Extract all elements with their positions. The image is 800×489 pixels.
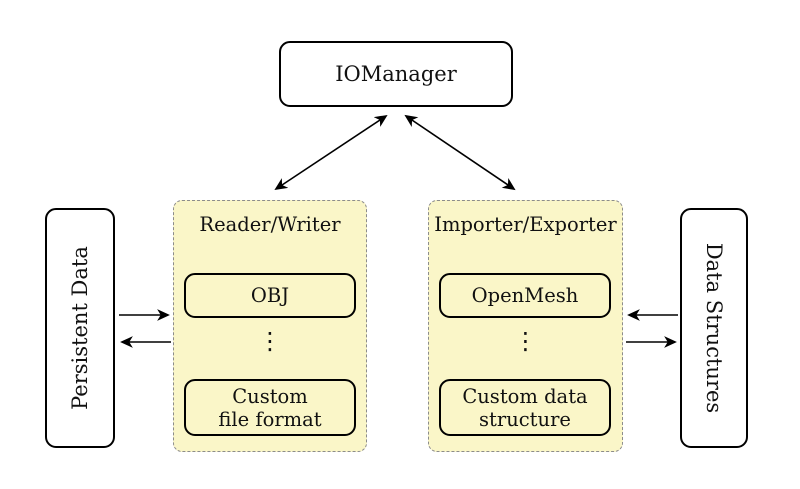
- node-data-structures: Data Structures: [680, 208, 748, 448]
- node-custom-data-structure-label: Custom data structure: [462, 384, 588, 431]
- node-obj-label: OBJ: [250, 284, 290, 307]
- node-openmesh-label: OpenMesh: [471, 284, 579, 307]
- node-custom-file-format-label: Custom file format: [218, 384, 322, 431]
- importer-exporter-ellipsis: ⋮: [513, 327, 538, 355]
- node-persistent-data: Persistent Data: [45, 208, 115, 448]
- node-custom-data-structure: Custom data structure: [439, 379, 611, 436]
- node-iomanager-label: IOManager: [335, 62, 457, 86]
- group-importer-exporter-title: Importer/Exporter: [434, 213, 617, 236]
- reader-writer-ellipsis: ⋮: [258, 327, 282, 355]
- node-iomanager: IOManager: [279, 41, 513, 107]
- arrow-iomanager-readerwriter: [274, 114, 388, 191]
- group-importer-exporter: Importer/Exporter OpenMesh ⋮ Custom data…: [428, 200, 623, 452]
- arrow-iomanager-importerexporter: [404, 114, 516, 191]
- node-obj: OBJ: [184, 273, 356, 318]
- node-data-structures-label: Data Structures: [702, 242, 727, 414]
- node-openmesh: OpenMesh: [439, 273, 611, 318]
- group-reader-writer-title: Reader/Writer: [199, 213, 341, 236]
- group-reader-writer: Reader/Writer OBJ ⋮ Custom file format: [173, 200, 367, 452]
- node-persistent-data-label: Persistent Data: [68, 246, 92, 410]
- node-custom-file-format: Custom file format: [184, 379, 356, 436]
